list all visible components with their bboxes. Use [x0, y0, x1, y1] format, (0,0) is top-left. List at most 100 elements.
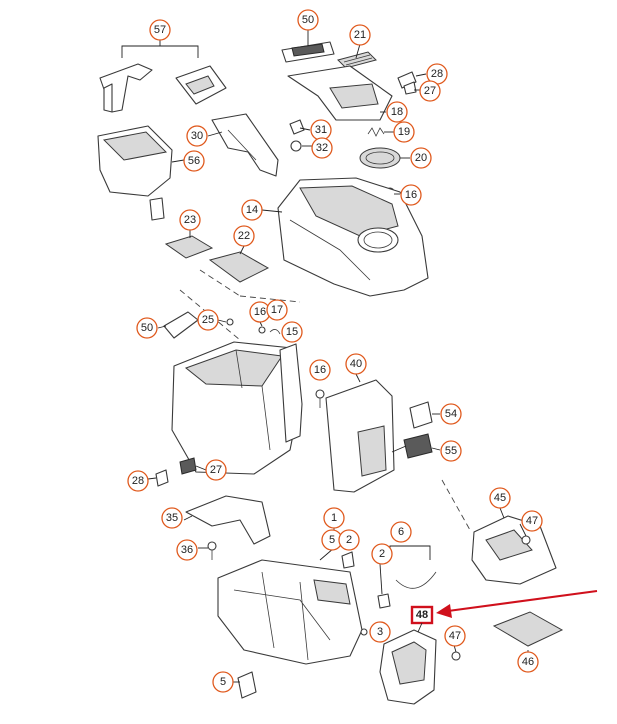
- callout-21: 21: [349, 24, 371, 46]
- svg-text:47: 47: [526, 515, 538, 527]
- callout-20: 20: [410, 147, 432, 169]
- callout-2-mid: 2: [371, 543, 393, 565]
- callout-5-bottom: 5: [212, 671, 234, 693]
- svg-text:18: 18: [391, 106, 403, 118]
- svg-text:27: 27: [424, 85, 436, 97]
- svg-text:15: 15: [286, 326, 298, 338]
- callout-27-mid: 27: [205, 459, 227, 481]
- part-47-screw-bottom: [451, 651, 461, 661]
- part-54-switch: [409, 401, 433, 429]
- svg-text:28: 28: [132, 475, 144, 487]
- callout-15: 15: [281, 321, 303, 343]
- part-55-switch: [403, 433, 433, 459]
- callout-47-bottom: 47: [444, 625, 466, 647]
- part-50-lower-switch: [163, 311, 199, 339]
- svg-text:21: 21: [354, 29, 366, 41]
- svg-text:28: 28: [431, 68, 443, 80]
- callout-6: 6: [390, 521, 412, 543]
- callout-36: 36: [176, 539, 198, 561]
- svg-text:3: 3: [377, 626, 383, 638]
- part-18-upper-bezel: [287, 65, 393, 121]
- svg-text:19: 19: [398, 126, 410, 138]
- callout-16-a: 16: [400, 184, 422, 206]
- svg-text:32: 32: [316, 142, 328, 154]
- callout-50-top: 50: [297, 9, 319, 31]
- callout-50-mid: 50: [136, 317, 158, 339]
- svg-text:2: 2: [379, 548, 385, 560]
- svg-text:31: 31: [315, 124, 327, 136]
- callout-54: 54: [440, 403, 462, 425]
- part-21-grille: [337, 51, 377, 69]
- part-57-brackets: [99, 38, 227, 113]
- callout-3: 3: [369, 621, 391, 643]
- part-35-bracket: [185, 495, 271, 545]
- part-46-mat: [492, 611, 564, 647]
- callout-47-top: 47: [521, 510, 543, 532]
- svg-text:2: 2: [346, 534, 352, 546]
- part-28-27-lower-clips: [155, 457, 197, 487]
- part-47-screw-top: [521, 535, 531, 545]
- svg-text:50: 50: [302, 14, 314, 26]
- callout-28-mid: 28: [127, 470, 149, 492]
- callout-31: 31: [310, 119, 332, 141]
- callout-25: 25: [197, 309, 219, 331]
- part-20-round-mat: [359, 147, 401, 169]
- svg-text:35: 35: [166, 512, 178, 524]
- part-rear-console-body: [171, 341, 301, 475]
- callout-27-top: 27: [419, 80, 441, 102]
- callout-28-top: 28: [426, 63, 448, 85]
- part-6-wire-bracket: [389, 545, 437, 589]
- callout-16-c: 16: [309, 359, 331, 381]
- svg-text:1: 1: [331, 512, 337, 524]
- svg-text:16: 16: [254, 306, 266, 318]
- svg-text:45: 45: [494, 492, 506, 504]
- part-19-spring: [367, 127, 385, 137]
- callout-17: 17: [266, 299, 288, 321]
- part-22-mat: [208, 251, 270, 283]
- svg-text:46: 46: [522, 656, 534, 668]
- svg-text:5: 5: [329, 534, 335, 546]
- callout-16-b: 16: [249, 301, 271, 323]
- part-31-32-fasteners: [289, 119, 305, 152]
- part-36-screw: [207, 541, 217, 560]
- svg-text:20: 20: [415, 152, 427, 164]
- part-50-switch-panel: [281, 41, 335, 63]
- svg-text:17: 17: [271, 304, 283, 316]
- callout-40: 40: [345, 353, 367, 375]
- part-23-mat: [164, 235, 214, 259]
- svg-text:50: 50: [141, 322, 153, 334]
- svg-text:16: 16: [314, 364, 326, 376]
- callout-32: 32: [311, 137, 333, 159]
- part-28-27-clips: [397, 71, 417, 95]
- callout-5-top: 5: [321, 529, 343, 551]
- svg-text:6: 6: [398, 526, 404, 538]
- callout-57: 57: [149, 19, 171, 41]
- svg-text:40: 40: [350, 358, 362, 370]
- callout-2-top: 2: [338, 529, 360, 551]
- part-5-small-bottom: [237, 671, 257, 699]
- part-16-screw-mid: [315, 389, 325, 408]
- part-30-side-trim: [211, 113, 279, 177]
- callout-22: 22: [233, 225, 255, 247]
- callout-55: 55: [440, 440, 462, 462]
- part-45-cup-holder: [471, 515, 557, 585]
- svg-text:55: 55: [445, 445, 457, 457]
- part-56-storage-box: [97, 125, 173, 221]
- callout-18: 18: [386, 101, 408, 123]
- svg-text:22: 22: [238, 230, 250, 242]
- svg-text:25: 25: [202, 314, 214, 326]
- svg-text:23: 23: [184, 214, 196, 226]
- svg-text:30: 30: [191, 130, 203, 142]
- svg-text:47: 47: [449, 630, 461, 642]
- part-14-console-housing: [277, 177, 429, 297]
- part-1-lower-frame: [217, 559, 363, 665]
- svg-text:14: 14: [246, 204, 258, 216]
- svg-text:36: 36: [181, 544, 193, 556]
- svg-text:54: 54: [445, 408, 457, 420]
- callout-23: 23: [179, 209, 201, 231]
- callout-35: 35: [161, 507, 183, 529]
- part-40-rear-panel: [325, 379, 395, 493]
- callout-14: 14: [241, 199, 263, 221]
- callout-46: 46: [517, 651, 539, 673]
